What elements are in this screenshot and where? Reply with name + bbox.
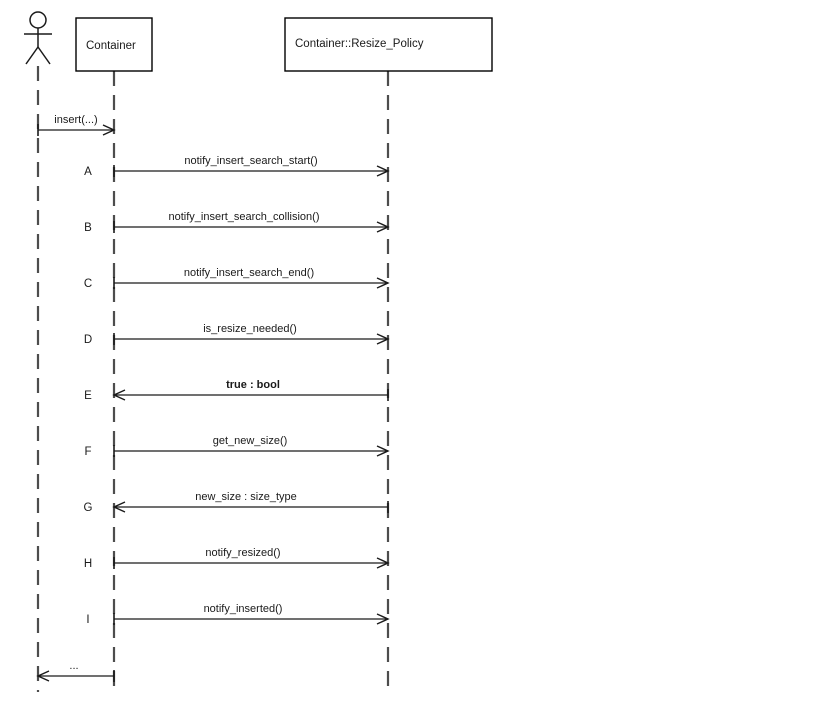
step-label-i: I: [86, 614, 89, 626]
message-d[interactable]: is_resize_needed() D: [84, 323, 390, 346]
message-msg10[interactable]: ...: [36, 660, 115, 682]
container-box[interactable]: [75, 17, 153, 72]
message-label: new_size : size_type: [195, 491, 297, 503]
step-label-e: E: [84, 390, 92, 402]
message-arrowhead: [376, 557, 390, 569]
message-arrowhead: [376, 333, 390, 345]
step-label-g: G: [84, 502, 93, 514]
message-label: notify_insert_search_end(): [184, 267, 314, 279]
message-label: ...: [69, 660, 78, 672]
message-arrowhead: [112, 501, 126, 513]
message-label: get_new_size(): [213, 435, 288, 447]
message-a[interactable]: notify_insert_search_start() A: [84, 155, 390, 178]
messages-layer: insert(...) notify_insert_search_start() A…: [36, 114, 390, 682]
message-arrowhead: [376, 613, 390, 625]
message-i[interactable]: notify_inserted() I: [86, 603, 390, 626]
message-f[interactable]: get_new_size() F: [84, 435, 390, 458]
message-label: notify_resized(): [205, 547, 280, 559]
step-label-f: F: [84, 446, 91, 458]
message-arrowhead: [376, 221, 390, 233]
step-label-d: D: [84, 334, 92, 346]
step-label-h: H: [84, 558, 92, 570]
message-arrowhead: [102, 124, 116, 136]
message-c[interactable]: notify_insert_search_end() C: [84, 267, 390, 290]
step-label-c: C: [84, 278, 92, 290]
message-arrowhead: [376, 445, 390, 457]
step-label-a: A: [84, 166, 92, 178]
message-label: true : bool: [226, 379, 280, 391]
message-label: notify_inserted(): [204, 603, 283, 615]
message-label: notify_insert_search_collision(): [168, 211, 319, 223]
message-arrowhead: [36, 670, 50, 682]
message-label: is_resize_needed(): [203, 323, 297, 335]
message-msg0[interactable]: insert(...): [37, 114, 116, 136]
actor-figure: [24, 11, 52, 65]
participant-container[interactable]: Container: [75, 17, 153, 72]
message-arrowhead: [376, 277, 390, 289]
message-arrowhead: [376, 165, 390, 177]
container-box-label: Container: [86, 40, 136, 52]
message-b[interactable]: notify_insert_search_collision() B: [84, 211, 390, 234]
message-label: insert(...): [54, 114, 97, 126]
message-h[interactable]: notify_resized() H: [84, 547, 390, 570]
participant-resize-policy[interactable]: Container::Resize_Policy: [284, 17, 493, 72]
message-arrowhead: [112, 389, 126, 401]
message-label: notify_insert_search_start(): [184, 155, 317, 167]
step-label-b: B: [84, 222, 92, 234]
resize-policy-box-label: Container::Resize_Policy: [295, 38, 424, 50]
resize-policy-box[interactable]: [284, 17, 493, 72]
